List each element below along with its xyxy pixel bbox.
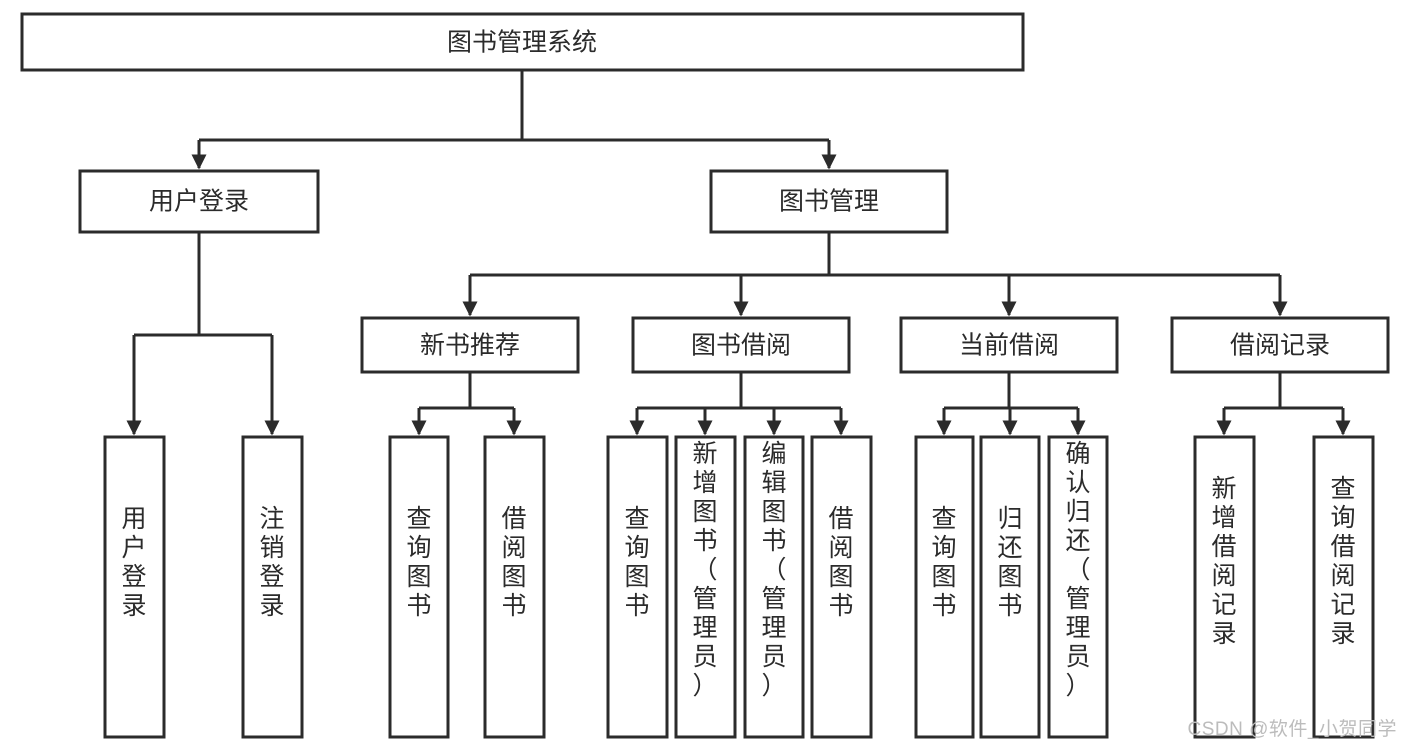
- csdn-watermark: CSDN @软件_小贺同学: [1187, 719, 1397, 740]
- node-leaf-add-record-box: [1193, 435, 1256, 739]
- connector-group-new-book-recommend: [411, 372, 522, 436]
- node-book-manage-label: 图书管理: [779, 188, 879, 216]
- connector-group-user-login: [126, 232, 280, 436]
- node-leaf-return-book[interactable]: 归还图书: [979, 435, 1041, 739]
- node-leaf-add-book[interactable]: 新增图书（管理员）: [674, 435, 737, 739]
- node-leaf-query-book-2-box: [606, 435, 669, 739]
- node-leaf-query-record[interactable]: 查询借阅记录: [1312, 435, 1375, 739]
- node-current-borrow-box: [899, 316, 1119, 374]
- node-user-login[interactable]: 用户登录: [78, 169, 320, 234]
- node-leaf-return-book-box: [979, 435, 1041, 739]
- node-borrow-record-label: 借阅记录: [1230, 332, 1330, 360]
- node-leaf-borrow-book-2-label: 借阅图书: [828, 505, 853, 620]
- node-leaf-borrow-book-1-label: 借阅图书: [501, 505, 526, 620]
- node-leaf-query-book-1-label: 查询图书: [406, 505, 431, 620]
- connector-group-root: [191, 70, 837, 170]
- node-leaf-user-login[interactable]: 用户登录: [103, 435, 166, 739]
- node-leaf-user-login-label: 用户登录: [121, 505, 146, 620]
- node-leaf-query-book-3-label: 查询图书: [931, 505, 956, 620]
- node-new-book-recommend[interactable]: 新书推荐: [360, 316, 580, 374]
- connector-group-book-borrow: [629, 372, 849, 436]
- node-leaf-borrow-book-2-box: [810, 435, 873, 739]
- node-borrow-record[interactable]: 借阅记录: [1170, 316, 1390, 374]
- node-leaf-query-book-3-box: [914, 435, 975, 739]
- node-user-login-label: 用户登录: [149, 188, 249, 216]
- node-leaf-add-record-label: 新增借阅记录: [1211, 475, 1236, 648]
- node-leaf-add-book-label: 新增图书（管理员）: [692, 440, 717, 700]
- node-book-borrow-label: 图书借阅: [691, 332, 791, 360]
- node-leaf-borrow-book-1-box: [483, 435, 546, 739]
- node-leaf-query-record-label: 查询借阅记录: [1330, 475, 1355, 648]
- node-leaf-edit-book-box: [743, 435, 805, 739]
- node-leaf-query-book-1-box: [388, 435, 450, 739]
- node-new-book-recommend-label: 新书推荐: [420, 332, 520, 360]
- node-leaf-add-record[interactable]: 新增借阅记录: [1193, 435, 1256, 739]
- node-leaf-query-book-1[interactable]: 查询图书: [388, 435, 450, 739]
- node-leaf-user-logout-label: 注销登录: [259, 505, 284, 620]
- node-book-borrow-box: [631, 316, 851, 374]
- node-leaf-query-record-box: [1312, 435, 1375, 739]
- node-book-borrow[interactable]: 图书借阅: [631, 316, 851, 374]
- node-leaf-confirm-return[interactable]: 确认归还（管理员）: [1047, 435, 1109, 739]
- node-leaf-edit-book-label: 编辑图书（管理员）: [761, 440, 786, 700]
- node-leaf-query-book-2[interactable]: 查询图书: [606, 435, 669, 739]
- connector-group-book-manage: [462, 232, 1288, 317]
- node-leaf-confirm-return-box: [1047, 435, 1109, 739]
- node-root-label: 图书管理系统: [447, 29, 597, 57]
- node-leaf-user-login-box: [103, 435, 166, 739]
- node-new-book-recommend-box: [360, 316, 580, 374]
- node-user-login-box: [78, 169, 320, 234]
- node-leaf-add-book-box: [674, 435, 737, 739]
- node-root[interactable]: 图书管理系统: [20, 12, 1025, 72]
- node-leaf-query-book-2-label: 查询图书: [624, 505, 649, 620]
- node-leaf-user-logout[interactable]: 注销登录: [241, 435, 304, 739]
- node-leaf-borrow-book-1[interactable]: 借阅图书: [483, 435, 546, 739]
- node-leaf-edit-book[interactable]: 编辑图书（管理员）: [743, 435, 805, 739]
- node-leaf-query-book-3[interactable]: 查询图书: [914, 435, 975, 739]
- node-borrow-record-box: [1170, 316, 1390, 374]
- node-book-manage-box: [709, 169, 949, 234]
- connector-group-borrow-record: [1216, 372, 1351, 436]
- node-book-manage[interactable]: 图书管理: [709, 169, 949, 234]
- connector-group-current-borrow: [936, 372, 1086, 436]
- node-current-borrow-label: 当前借阅: [959, 332, 1059, 360]
- node-leaf-borrow-book-2[interactable]: 借阅图书: [810, 435, 873, 739]
- node-root-box: [20, 12, 1025, 72]
- node-leaf-user-logout-box: [241, 435, 304, 739]
- node-current-borrow[interactable]: 当前借阅: [899, 316, 1119, 374]
- node-leaf-confirm-return-label: 确认归还（管理员）: [1065, 440, 1090, 700]
- node-leaf-return-book-label: 归还图书: [997, 505, 1022, 620]
